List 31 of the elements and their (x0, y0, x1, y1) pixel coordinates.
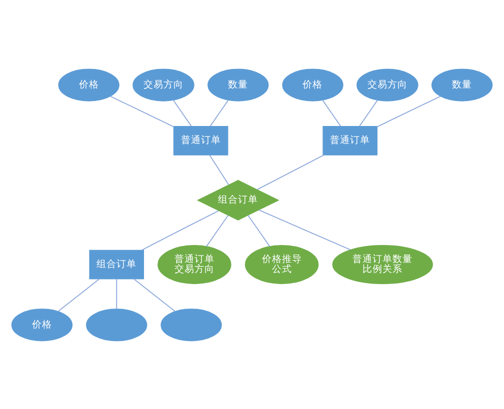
connector (172, 99, 192, 126)
node-ellipse (160, 308, 222, 341)
connector (258, 209, 351, 250)
node-box: 普通订单 (173, 125, 228, 155)
node-box: 普通订单 (322, 125, 378, 155)
connector (210, 99, 229, 126)
node-ellipse: 普通订单数量比例关系 (332, 244, 433, 284)
connector (116, 278, 118, 309)
node-ellipse: 交易方向 (356, 68, 418, 101)
connector (110, 95, 174, 127)
node-ellipse: 数量 (208, 68, 269, 101)
node-ellipse: 价格 (282, 68, 344, 101)
node-ellipse: 交易方向 (132, 68, 194, 101)
connector (58, 278, 100, 312)
node-ellipse: 数量 (431, 68, 493, 101)
connector (359, 99, 378, 126)
connector (133, 278, 176, 312)
node-ellipse: 价格推导公式 (244, 244, 319, 284)
node-ellipse (86, 308, 148, 341)
connector (141, 210, 220, 250)
node-ellipse: 价格 (58, 68, 120, 101)
connector (209, 154, 230, 185)
connector (256, 154, 324, 190)
connector (248, 214, 270, 246)
connector (322, 99, 342, 126)
connector (376, 95, 441, 127)
node-box: 组合订单 (89, 249, 144, 279)
node-diamond: 组合订单 (196, 179, 280, 220)
connector (206, 214, 229, 246)
node-ellipse: 普通订单交易方向 (158, 244, 232, 284)
node-ellipse: 价格 (11, 308, 73, 341)
